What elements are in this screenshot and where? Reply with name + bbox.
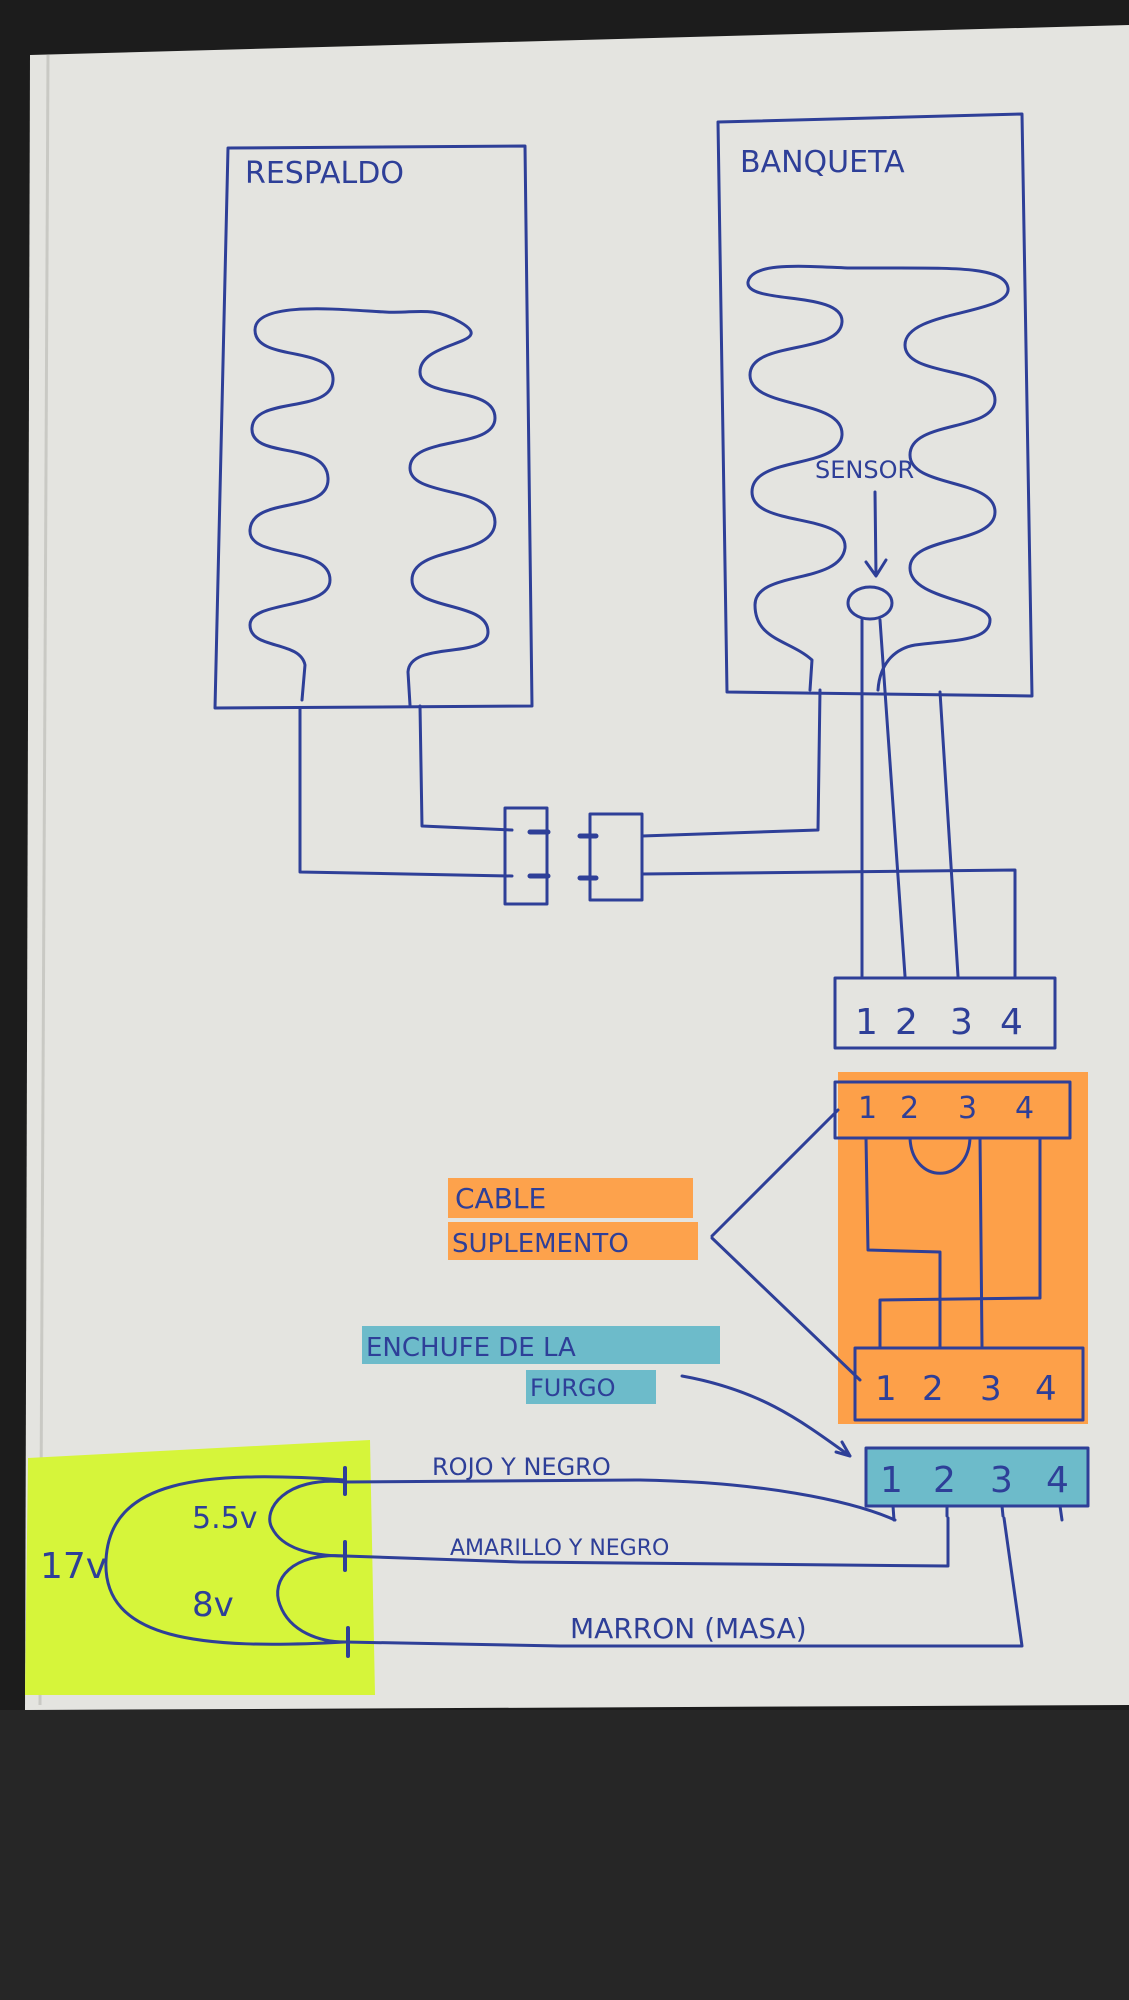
banqueta-heating-element <box>746 264 1010 692</box>
cable-connector-bottom <box>853 1346 1085 1422</box>
orange-highlight-label-2 <box>448 1222 698 1260</box>
respaldo-plug <box>503 806 549 906</box>
sensor-element <box>846 585 894 621</box>
enchufe-label-arrow <box>680 1374 852 1458</box>
label-sensor: SENSOR <box>815 456 914 484</box>
sensor-wire-2 <box>878 618 907 978</box>
socket-pin-4: 4 <box>1046 1460 1069 1501</box>
cable-top-pin-4: 4 <box>1015 1091 1034 1126</box>
label-8v: 8v <box>192 1585 234 1625</box>
orange-highlight-label-1 <box>448 1178 693 1218</box>
orange-highlight-cable <box>838 1072 1088 1424</box>
cable-bottom-pin-4: 4 <box>1035 1369 1057 1409</box>
cable-wire-4 <box>878 1136 1042 1350</box>
label-17v: 17v <box>40 1546 107 1587</box>
socket-pin-1: 1 <box>880 1460 903 1501</box>
sensor-arrow <box>864 490 888 578</box>
label-rojo-negro: ROJO Y NEGRO <box>432 1453 611 1481</box>
socket-pin-3: 3 <box>990 1460 1013 1501</box>
cable-label-pointer <box>710 1108 862 1382</box>
label-enchufe: ENCHUFE DE LA <box>366 1333 576 1363</box>
label-marron: MARRON (MASA) <box>570 1612 807 1645</box>
label-banqueta: BANQUETA <box>740 145 905 180</box>
blue-highlight-label-2 <box>526 1370 656 1404</box>
socket-pin-2: 2 <box>933 1460 956 1501</box>
loop-8v <box>276 1554 347 1644</box>
banqueta-wire-3 <box>938 690 960 978</box>
cable-jumper <box>908 1136 972 1175</box>
socket-pins <box>891 1504 1064 1522</box>
seat-connector-pin-1: 1 <box>855 1002 878 1043</box>
label-amarillo-negro: AMARILLO Y NEGRO <box>450 1536 669 1561</box>
respaldo-wire-left <box>298 706 514 878</box>
label-furgo: FURGO <box>530 1374 616 1402</box>
yellow-highlight-voltages <box>25 1440 375 1695</box>
cable-top-pin-3: 3 <box>958 1091 977 1126</box>
carbon-surface <box>0 1710 1129 2000</box>
blue-highlight-socket <box>866 1448 1088 1506</box>
cable-bottom-pin-3: 3 <box>980 1369 1002 1409</box>
wire-amarillo-negro <box>343 1516 950 1568</box>
banqueta-wire-right <box>640 868 1017 978</box>
respaldo-wire-right <box>418 704 514 832</box>
label-suplemento: SUPLEMENTO <box>452 1229 629 1259</box>
banqueta-wire-left <box>640 688 822 838</box>
blue-highlight-label-1 <box>362 1326 720 1364</box>
seat-connector-pin-4: 4 <box>1000 1002 1023 1043</box>
label-cable: CABLE <box>455 1182 546 1215</box>
banqueta-plug <box>588 812 644 902</box>
ink-drawing <box>104 112 1090 1658</box>
plug-pins <box>527 829 599 881</box>
respaldo-heating-element <box>248 307 497 707</box>
banqueta-box <box>716 112 1034 698</box>
cable-bottom-pin-2: 2 <box>922 1369 944 1409</box>
wire-marron <box>343 1516 1024 1648</box>
cable-wire-3 <box>978 1136 984 1348</box>
seat-connector <box>833 976 1057 1050</box>
label-respaldo: RESPALDO <box>245 156 404 191</box>
cable-top-pin-2: 2 <box>900 1091 919 1126</box>
label-5-5v: 5.5v <box>192 1501 257 1536</box>
cable-connector-top <box>833 1080 1072 1140</box>
wire-rojo-negro <box>343 1478 897 1522</box>
enchufe-socket <box>864 1446 1090 1508</box>
respaldo-box <box>213 144 534 710</box>
seat-connector-pin-2: 2 <box>895 1002 918 1043</box>
cable-bottom-pin-1: 1 <box>875 1369 897 1409</box>
loop-17v <box>104 1475 347 1646</box>
paper-edge <box>38 54 50 1706</box>
cable-top-pin-1: 1 <box>858 1091 877 1126</box>
loop-5-5v <box>268 1479 347 1558</box>
seat-connector-pin-3: 3 <box>950 1002 973 1043</box>
